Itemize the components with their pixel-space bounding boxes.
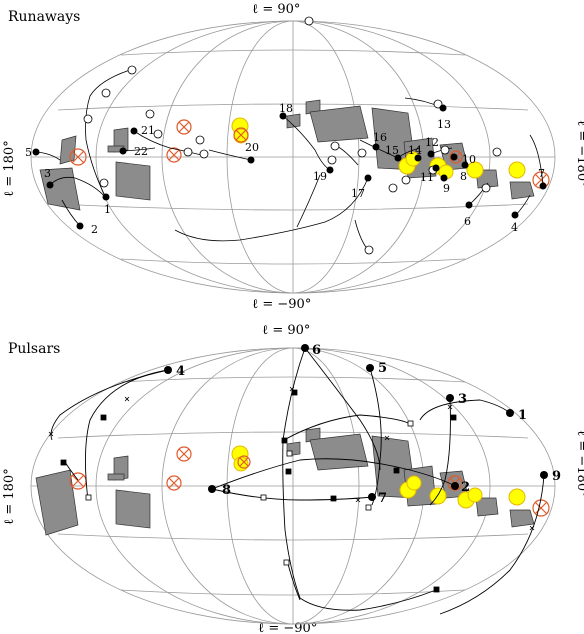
pulsars-panel: Pulsars ℓ = 90° ℓ = −90° ℓ = 180° ℓ = −1… (2, 323, 584, 634)
region (286, 113, 301, 129)
runaways-axis-bottom-label: ℓ = −90° (252, 297, 311, 312)
runaway-label: 2 (91, 223, 98, 236)
runaway-label: 6 (464, 215, 471, 228)
runaway-label: 22 (134, 145, 148, 158)
pulsars-axis-right-label: ℓ = −180° (574, 430, 584, 498)
region (509, 181, 535, 200)
region (309, 433, 369, 471)
runaways-regions (39, 99, 535, 211)
runaways-axis-top-label: ℓ = 90° (252, 2, 300, 17)
runaway-label: 5 (25, 146, 32, 159)
yellow-disc (508, 488, 526, 506)
pulsars-axis-top-label: ℓ = 90° (262, 323, 310, 338)
runaways-axis-right-label: ℓ = −180° (574, 120, 584, 188)
runaway-label: 19 (313, 170, 327, 183)
crossed-circle-icon (532, 499, 550, 517)
pulsars-markers (164, 344, 548, 501)
runaways-object-labels: 1 2 3 4 5 6 7 8 9 10 11 12 13 14 15 16 1… (25, 102, 545, 236)
runaway-label: 15 (385, 144, 399, 157)
runaway-label: 10 (462, 153, 476, 166)
region (35, 469, 79, 536)
runaway-label: 7 (538, 167, 545, 180)
pulsar-label: 1 (518, 408, 527, 423)
region (509, 509, 535, 528)
runaway-label: 11 (420, 171, 434, 184)
runaway-label: 17 (351, 187, 365, 200)
crossed-circle-icon (166, 475, 182, 491)
crossed-circle-icon (69, 148, 87, 166)
pulsars-panel-title: Pulsars (8, 341, 60, 357)
pulsar-label: 5 (378, 361, 387, 376)
crossed-circle-icon (176, 446, 192, 462)
pulsars-yellow-discs (231, 445, 526, 509)
pulsar-label: 8 (222, 483, 231, 498)
crossed-circle-icon (166, 147, 182, 163)
crossed-circle-icon (233, 127, 249, 143)
runaway-label: 20 (245, 141, 259, 154)
crossed-circle-icon (237, 455, 251, 469)
runaway-label: 8 (460, 170, 467, 183)
pulsar-label: 7 (378, 491, 387, 506)
runaways-panel-title: Runaways (8, 9, 80, 25)
pulsars-axis-left-label: ℓ = 180° (2, 468, 17, 525)
yellow-disc (429, 487, 447, 505)
pulsars-regions (35, 427, 535, 536)
runaway-label: 18 (279, 102, 293, 115)
pulsars-trajectories (50, 347, 545, 615)
runaway-label: 12 (425, 136, 439, 149)
yellow-disc (508, 161, 526, 179)
runaway-label: 3 (44, 167, 51, 180)
runaway-label: 1 (104, 203, 111, 216)
yellow-disc (467, 487, 483, 503)
runaway-label: 21 (141, 124, 155, 137)
pulsar-label: 6 (312, 343, 321, 358)
runaway-label: 16 (373, 131, 387, 144)
yellow-disc (406, 475, 422, 491)
runaways-grid (30, 20, 556, 294)
runaways-open-circles (83, 16, 502, 255)
region (115, 489, 151, 529)
runaway-label: 14 (408, 144, 422, 157)
yellow-disc (466, 161, 484, 179)
runaways-panel: Runaways ℓ = 90° ℓ = −90° ℓ = 180° ℓ = −… (2, 2, 584, 312)
region (475, 497, 499, 517)
pulsar-label: 3 (458, 392, 467, 407)
pulsar-label: 2 (461, 480, 470, 495)
crossed-circle-icon (69, 472, 87, 490)
runaways-axis-left-label: ℓ = 180° (2, 140, 17, 197)
pulsar-label: 4 (176, 364, 185, 379)
runaway-label: 13 (437, 118, 451, 131)
region (39, 167, 81, 211)
region (59, 135, 77, 165)
pulsars-small-markers (48, 386, 535, 593)
runaways-markers (32, 104, 547, 230)
runaway-label: 4 (511, 221, 518, 234)
region (107, 473, 125, 481)
runaway-label: 9 (443, 182, 450, 195)
pulsar-label: 9 (552, 469, 561, 484)
crossed-circle-icon (176, 119, 192, 135)
region (115, 161, 151, 201)
pulsars-object-labels: 1 2 3 4 5 6 7 8 9 (176, 343, 561, 506)
region (309, 105, 369, 143)
